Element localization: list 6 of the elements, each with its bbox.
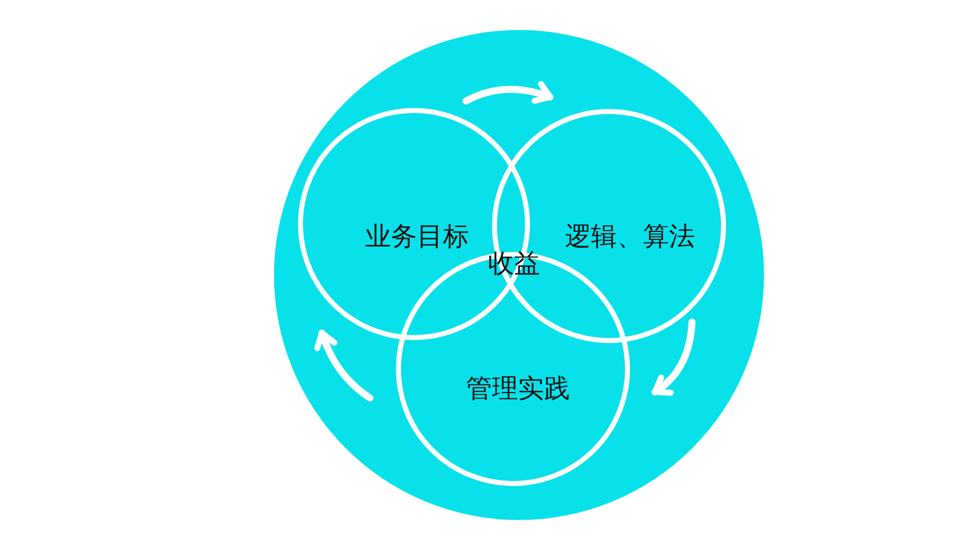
curved-arrow xyxy=(462,81,554,104)
circle-label: 逻辑、算法 xyxy=(565,224,695,250)
curved-arrow xyxy=(314,330,374,402)
circle-label: 管理实践 xyxy=(466,376,570,402)
curved-arrow xyxy=(652,318,696,396)
circle-label: 业务目标 xyxy=(365,224,469,250)
